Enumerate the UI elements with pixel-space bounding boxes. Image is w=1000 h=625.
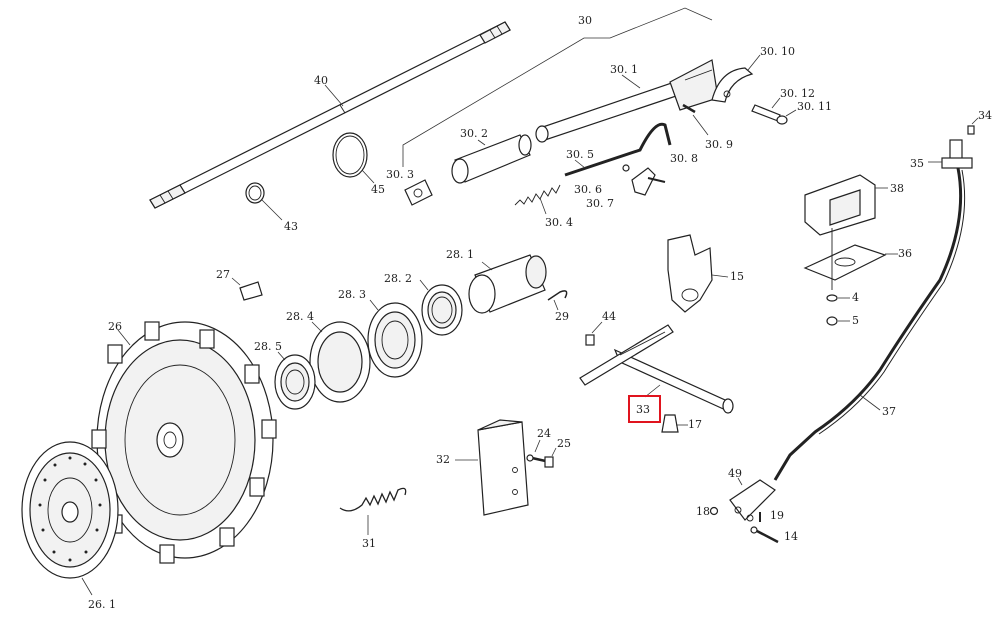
callout-33: 33 (636, 403, 650, 416)
callout-28-2: 28. 2 (384, 272, 412, 285)
part-19-split-pin: 19 (759, 509, 784, 522)
callout-24: 24 (537, 427, 551, 440)
callout-15: 15 (730, 270, 744, 283)
callout-45: 45 (371, 183, 385, 196)
callout-14: 14 (784, 530, 798, 543)
callout-37: 37 (882, 405, 896, 418)
callout-30-10: 30. 10 (760, 45, 795, 58)
part-14-pin: 14 (750, 526, 798, 544)
callout-28-1: 28. 1 (446, 248, 474, 261)
part-34-screw: 34 (967, 109, 992, 135)
callout-30-8: 30. 8 (670, 152, 698, 165)
part-25-bolt: 24 25 (526, 427, 571, 468)
callout-5: 5 (852, 314, 859, 327)
callout-44: 44 (602, 310, 616, 323)
callout-30-9: 30. 9 (705, 138, 733, 151)
callout-30-12: 30. 12 (780, 87, 815, 100)
callout-30-6: 30. 6 (574, 183, 602, 196)
part-28-4-ring: 28. 4 (286, 310, 371, 403)
callout-49: 49 (728, 467, 742, 480)
part-28-1-release-bearing: 28. 1 (446, 248, 547, 314)
part-28-2-bearing: 28. 2 (384, 272, 463, 336)
part-30-4-spring: 30. 4 (514, 184, 573, 229)
callout-30-1: 30. 1 (610, 63, 638, 76)
part-30-3-clamp: 30. 3 (386, 168, 433, 206)
part-49-clevis: 49 (728, 467, 776, 522)
callout-28-5: 28. 5 (254, 340, 282, 353)
part-30-10-pawl: 30. 10 (711, 45, 795, 103)
callout-40: 40 (314, 74, 328, 87)
part-33-cross-shaft (579, 324, 734, 414)
part-36-plate: 36 (803, 228, 912, 290)
part-30-2-sleeve: 30. 2 (451, 127, 532, 184)
part-37-cable: 37 (773, 167, 966, 481)
callout-30-2: 30. 2 (460, 127, 488, 140)
callout-34: 34 (978, 109, 992, 122)
part-15-fork: 15 (667, 234, 744, 313)
part-18-nut: 18 (696, 505, 719, 518)
part-5-nut: 5 (826, 314, 859, 327)
callout-30-group: 30 (402, 7, 713, 167)
callout-28-4: 28. 4 (286, 310, 314, 323)
callout-25: 25 (557, 437, 571, 450)
callout-38: 38 (890, 182, 904, 195)
callout-29: 29 (555, 310, 569, 323)
callout-33-highlight[interactable]: 33 (628, 395, 661, 423)
part-28-3-bearing: 28. 3 (338, 288, 423, 378)
part-30-7-bracket: 30. 6 30. 7 30. 8 (574, 152, 698, 210)
callout-30-5: 30. 5 (566, 148, 594, 161)
highlight-box (628, 395, 661, 423)
callout-30-11: 30. 11 (797, 100, 832, 113)
part-28-5-bearing: 28. 5 (254, 340, 316, 410)
callout-31: 31 (362, 537, 376, 550)
callout-27: 27 (216, 268, 230, 281)
part-45-snap-ring: 45 (332, 132, 385, 196)
callout-19: 19 (770, 509, 784, 522)
part-26-pressure-plate: 26 (91, 320, 277, 564)
part-30-12-pin: 30. 12 30. 11 (751, 87, 832, 125)
part-4-washer: 4 (826, 291, 859, 304)
callout-18: 18 (696, 505, 710, 518)
part-27-bolt: 27 (216, 268, 263, 301)
part-35-connector: 35 (910, 139, 973, 170)
callout-30: 30 (578, 14, 592, 27)
part-30-5-rod: 30. 5 (564, 122, 672, 177)
part-31-spring: 31 (339, 487, 407, 550)
callout-43: 43 (284, 220, 298, 233)
part-32-bracket: 32 (436, 419, 529, 516)
callout-35: 35 (910, 157, 924, 170)
part-17-plug: 17 (661, 414, 702, 433)
part-40-shaft: 40 (149, 21, 511, 209)
callout-30-3: 30. 3 (386, 168, 414, 181)
part-38-bracket: 38 (804, 174, 904, 236)
part-29-spring-clip: 29 (547, 290, 569, 323)
part-44-nipple: 44 (585, 310, 616, 346)
callout-26: 26 (108, 320, 122, 333)
part-30-9-pin: 30. 9 (682, 103, 733, 151)
part-43-ring: 43 (245, 182, 298, 233)
callout-17: 17 (688, 418, 702, 431)
callout-30-4: 30. 4 (545, 216, 573, 229)
callout-28-3: 28. 3 (338, 288, 366, 301)
callout-30-7: 30. 7 (586, 197, 614, 210)
part-26-1-clutch-disc: 26. 1 (21, 441, 119, 611)
callout-36: 36 (898, 247, 912, 260)
callout-32: 32 (436, 453, 450, 466)
part-30-1-lever: 30. 1 (535, 59, 719, 143)
callout-4: 4 (852, 291, 859, 304)
callout-26-1: 26. 1 (88, 598, 116, 611)
